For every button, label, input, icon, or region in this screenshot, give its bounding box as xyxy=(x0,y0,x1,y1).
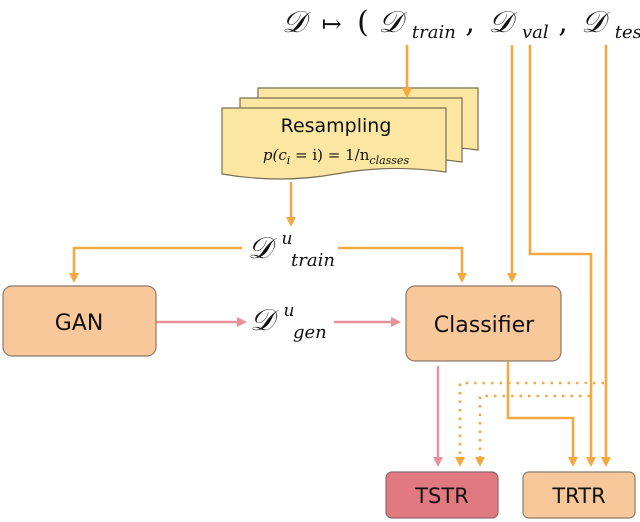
trtr-label: TRTR xyxy=(551,484,605,508)
gan-node: GAN xyxy=(2,285,157,357)
resampling-node: Resampling p(ci = i) = 1/nclasses xyxy=(221,87,479,180)
d-train-u-label: 𝒟 u train xyxy=(248,217,335,271)
gan-label: GAN xyxy=(55,311,104,336)
resampling-formula: p(ci = i) = 1/nclasses xyxy=(263,146,410,167)
test-subscript: test xyxy=(615,22,640,43)
arrow-classifier-to-trtr xyxy=(506,362,578,467)
train-subscript: train xyxy=(412,22,456,43)
tstr-label: TSTR xyxy=(414,484,469,508)
arrow-test-to-tstr-dotted xyxy=(455,381,604,467)
trtr-node: TRTR xyxy=(522,471,636,519)
arrow-dtrain-to-classifier xyxy=(338,246,467,283)
classifier-node: Classifier xyxy=(405,285,562,362)
classifier-label: Classifier xyxy=(434,313,535,338)
arrow-dtrain-to-gan xyxy=(69,246,242,283)
tstr-node: TSTR xyxy=(385,471,499,519)
orange-arrows xyxy=(69,45,611,467)
open-paren: ( xyxy=(357,5,369,40)
dataset-split-formula: 𝒟 ↦ ( 𝒟 train , 𝒟 val , 𝒟 test ) xyxy=(282,5,640,46)
d-gen-u-label: 𝒟 u gen xyxy=(250,289,327,343)
resampling-label: Resampling xyxy=(281,115,392,137)
arrow-val-to-trtr xyxy=(528,45,596,467)
dataset-symbol: 𝒟 xyxy=(282,5,311,40)
arrow-val-to-tstr-dotted xyxy=(475,394,590,467)
svg-text:𝒟 ↦ ( 𝒟: 𝒟 ↦ ( 𝒟 train , 𝒟 val , 𝒟 test ) xyxy=(282,5,640,46)
val-subscript: val xyxy=(522,22,549,43)
pink-arrows xyxy=(156,317,443,467)
maps-to-arrow: ↦ xyxy=(322,10,342,38)
